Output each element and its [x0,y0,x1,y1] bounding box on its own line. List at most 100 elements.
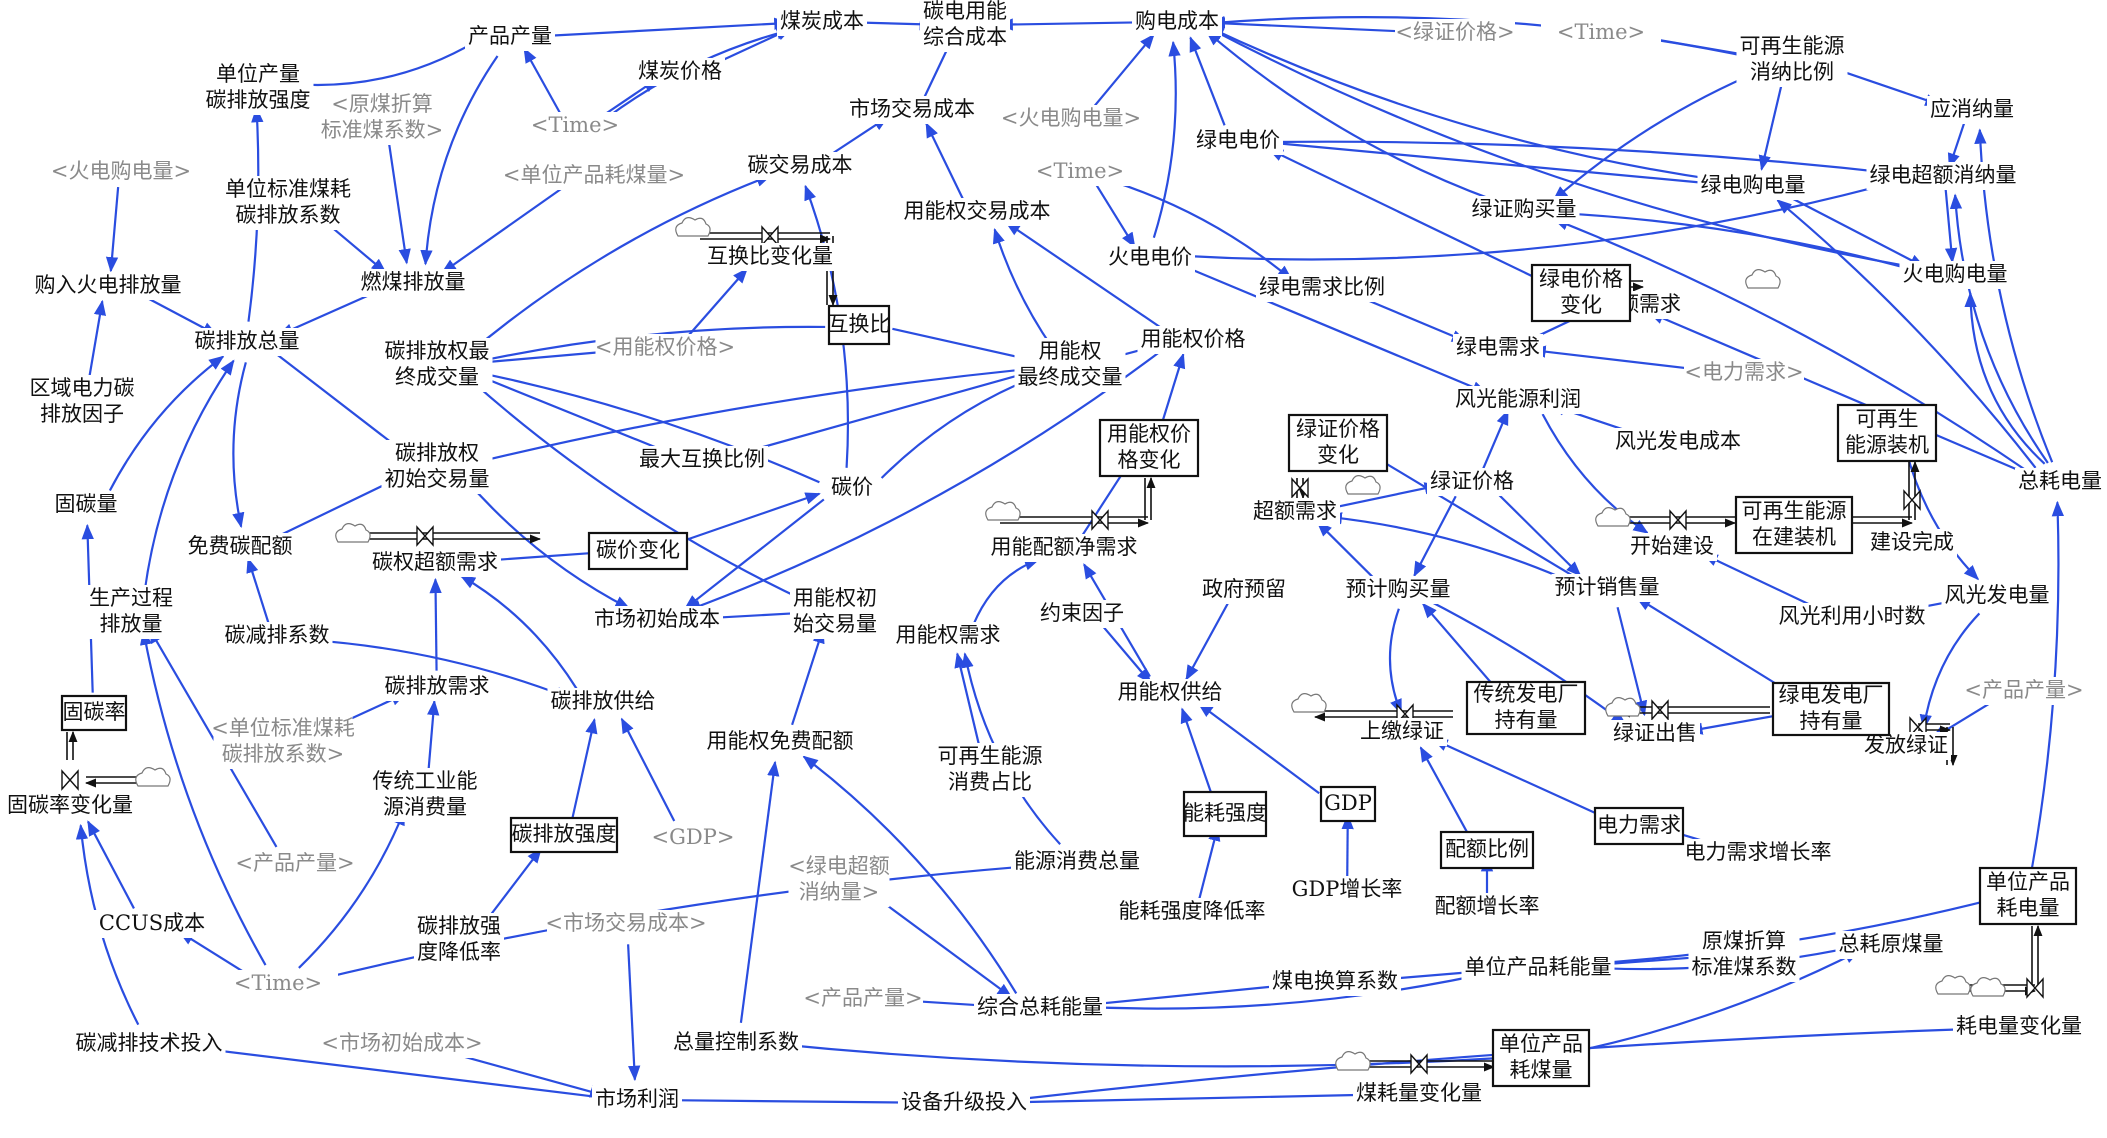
label-backdrop [934,743,1046,797]
stock-label: 绿电价格变化 [1539,267,1623,317]
causal-link [143,359,235,594]
variable-label-line: 市场交易成本 [849,97,975,121]
variable-label: 发放绿证 [1864,733,1948,757]
shadow-variable-label-line: <原煤折算 [331,92,433,116]
label-backdrop [369,768,481,822]
variable-label: 绿电电价 [1196,128,1280,152]
label-backdrop [26,375,138,429]
variable-label-line: 约束因子 [1040,601,1124,625]
variable-label: 用能配额净需求 [991,535,1138,559]
variable-label-line: 碳排放系数 [236,203,341,227]
variable-label-line: 免费碳配额 [188,534,293,558]
label-backdrop [635,58,725,86]
causal-link [620,717,676,822]
shadow-variable-label-line: <单位标准煤耗 [211,716,355,740]
causal-link [543,17,790,38]
stock-box [587,531,689,571]
variable-label-line: 购入火电排放量 [35,273,182,297]
stock-box [1978,866,2078,926]
variable-label: 耗电量变化量 [1956,1014,2082,1038]
causal-link [1776,199,2037,469]
stock-label-line: 在建装机 [1752,525,1836,549]
stock-label-line: 能源装机 [1845,433,1929,457]
variable-label-line: 用能权初 [793,586,877,610]
label-backdrop [703,728,857,756]
label-backdrop [1927,96,2017,124]
stock-label-line: 可再生能源 [1742,499,1847,523]
shadow-variable-label-line: <电力需求> [1684,360,1803,384]
causal-link [1197,702,1320,795]
label-backdrop [51,491,121,519]
variable-label: CCUS成本 [99,911,205,935]
variable-label-line: 初始交易量 [385,467,490,491]
stock-label-line: 能耗强度 [1183,801,1267,825]
label-backdrop [1867,529,1957,557]
variable-label: 燃煤排放量 [361,270,466,294]
label-backdrop [920,0,1010,52]
variable-label: 风光发电成本 [1615,429,1741,453]
valve-icon [1669,509,1687,531]
variable-label: 可再生能源消纳比例 [1740,34,1845,84]
causal-link [1648,311,2029,476]
causal-link [1152,40,1181,239]
causal-link [972,558,1040,625]
stock-label-line: 传统发电厂 [1474,682,1579,706]
shadow-variable-label-line: 标准煤系数> [321,118,444,142]
variable-label: 总耗原煤量 [1839,932,1944,956]
shadow-variable-label: <火电购电量> [51,159,191,183]
variable-label-line: 开始建设 [1630,534,1714,558]
variable-label-line: 碳排放需求 [385,674,490,698]
causal-link [1004,221,1165,331]
causal-link [246,557,270,625]
cloud-icon [1335,1051,1371,1071]
causal-link [1919,612,1981,731]
variable-label-line: CCUS成本 [99,911,205,935]
variable-label: 碳交易成本 [748,153,853,177]
label-backdrop [72,1030,226,1058]
shadow-variable-label-line: <火电购电量> [51,159,191,183]
stock-label: 绿电发电厂持有量 [1779,683,1884,733]
label-backdrop [1250,498,1340,526]
causal-link [997,1088,1387,1104]
causal-link [997,18,1144,31]
valve-icon [2026,977,2044,999]
label-backdrop [465,23,555,51]
variable-label-line: 市场初始成本 [594,607,720,631]
label-backdrop [642,824,744,852]
variable-label: 超额需求 [1253,499,1337,523]
variable-label: 开始建设 [1630,534,1714,558]
causal-link [687,267,748,337]
stock-label: 绿证价格变化 [1296,417,1380,467]
variable-label-line: 购电成本 [1135,9,1219,33]
causal-link [1552,68,1763,202]
causal-link [802,755,1018,994]
causal-link [86,299,107,387]
label-backdrop [1011,848,1143,876]
causal-link [1783,193,1926,268]
variable-labels: 产品产量煤炭成本碳电用能综合成本购电成本单位产量碳排放强度煤炭价格市场交易成本可… [4,0,2105,1117]
variable-label-line: 绿电需求比例 [1259,275,1385,299]
causal-link [441,185,566,274]
variable-label-line: 风光发电成本 [1615,429,1741,453]
shadow-variable-label-line: <市场初始成本> [321,1031,482,1055]
label-backdrop [1736,33,1848,87]
label-backdrop [987,534,1141,562]
shadow-variable-label-line: <绿电超额 [788,854,890,878]
variable-label-line: 燃煤排放量 [361,270,466,294]
stock-label: 可再生能源在建装机 [1742,499,1847,549]
label-backdrop [1353,1080,1485,1108]
variable-label: 配额增长率 [1435,894,1540,918]
causal-link [420,55,499,266]
variable-label: 政府预留 [1202,577,1286,601]
stock-box [1593,806,1685,846]
shadow-variable-label: <电力需求> [1684,360,1803,384]
causal-link [1949,193,2049,464]
variable-label-line: 排放因子 [40,402,124,426]
shadow-variable-label-line: <GDP> [652,825,735,849]
variable-label-line: 碳交易成本 [748,153,853,177]
shadow-variable-label-line: <Time> [531,113,619,137]
causal-link [1702,553,1821,611]
variable-label: 绿证出售 [1613,721,1697,745]
variable-label-line: 绿电购电量 [1701,173,1806,197]
variable-label-line: 煤电换算系数 [1272,969,1398,993]
